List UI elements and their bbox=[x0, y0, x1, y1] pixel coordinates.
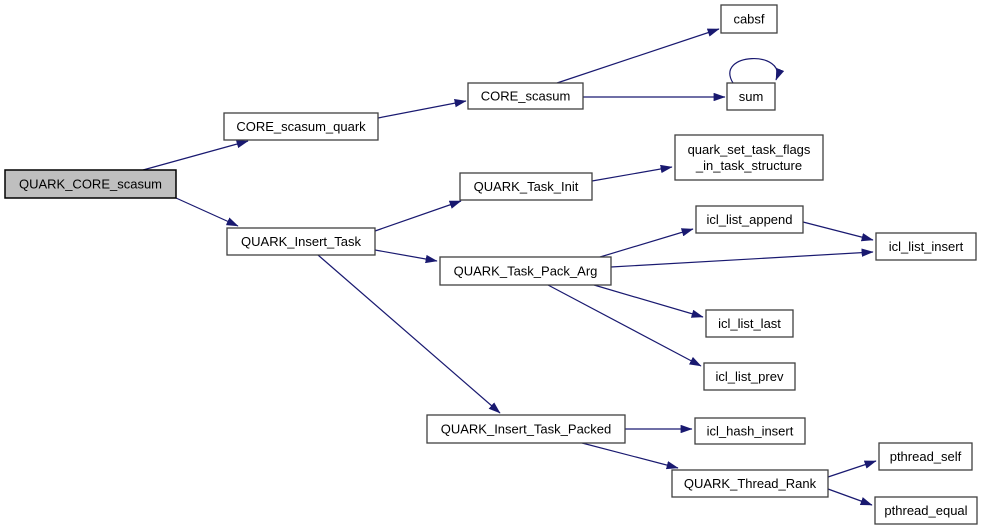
node-quark-task-init[interactable]: QUARK_Task_Init bbox=[459, 172, 593, 201]
node-core-scasum-quark[interactable]: CORE_scasum_quark bbox=[223, 112, 379, 141]
node-icl-hash-insert-label: icl_hash_insert bbox=[707, 424, 794, 439]
node-quark-task-pack-arg-label: QUARK_Task_Pack_Arg bbox=[454, 264, 598, 279]
node-quark-set-task-flags[interactable]: quark_set_task_flags_in_task_structure bbox=[674, 134, 824, 181]
node-quark-task-init-label-line-0: QUARK_Task_Init bbox=[474, 179, 579, 194]
node-quark-task-pack-arg-box bbox=[439, 256, 612, 286]
node-core-scasum-box bbox=[467, 82, 584, 110]
edge-icl-list-append-to-icl-list-insert bbox=[802, 221, 874, 242]
node-icl-list-last-label: icl_list_last bbox=[718, 316, 781, 331]
node-quark-insert-task-label-line-0: QUARK_Insert_Task bbox=[241, 234, 361, 249]
node-core-scasum-quark-box bbox=[223, 112, 379, 141]
node-quark-task-pack-arg[interactable]: QUARK_Task_Pack_Arg bbox=[439, 256, 612, 286]
node-pthread-self[interactable]: pthread_self bbox=[878, 442, 973, 471]
node-quark-insert-task-packed-label-line-0: QUARK_Insert_Task_Packed bbox=[441, 422, 612, 437]
node-cabsf-box bbox=[720, 4, 778, 34]
node-quark-set-task-flags-label-line-1: _in_task_structure bbox=[695, 158, 802, 173]
node-icl-list-append-label: icl_list_append bbox=[706, 212, 792, 227]
edge-quark-insert-task-packed-to-quark-thread-rank bbox=[581, 442, 679, 470]
edge-quark-core-scasum-to-core-scasum-quark bbox=[142, 139, 249, 171]
node-quark-core-scasum-label-line-0: QUARK_CORE_scasum bbox=[19, 177, 162, 192]
edge-quark-insert-task-to-quark-task-init bbox=[374, 200, 462, 232]
node-core-scasum-label-line-0: CORE_scasum bbox=[481, 89, 571, 104]
edge-core-scasum-quark-to-core-scasum bbox=[377, 99, 467, 119]
edge-sum-to-sum bbox=[729, 58, 785, 84]
node-pthread-equal-box bbox=[874, 496, 978, 525]
node-pthread-self-box bbox=[878, 442, 973, 471]
node-quark-core-scasum-label: QUARK_CORE_scasum bbox=[19, 177, 162, 192]
node-sum-label: sum bbox=[739, 89, 764, 104]
node-icl-list-append[interactable]: icl_list_append bbox=[695, 205, 804, 234]
node-icl-list-prev-box bbox=[703, 362, 796, 391]
node-pthread-equal-label-line-0: pthread_equal bbox=[884, 503, 967, 518]
node-pthread-self-label: pthread_self bbox=[890, 449, 962, 464]
node-pthread-equal-label: pthread_equal bbox=[884, 503, 967, 518]
node-quark-core-scasum: QUARK_CORE_scasum bbox=[4, 169, 177, 199]
node-core-scasum-label: CORE_scasum bbox=[481, 89, 571, 104]
node-sum-box bbox=[726, 82, 776, 111]
node-icl-list-append-label-line-0: icl_list_append bbox=[706, 212, 792, 227]
node-icl-list-last-label-line-0: icl_list_last bbox=[718, 316, 781, 331]
node-quark-thread-rank-label: QUARK_Thread_Rank bbox=[684, 476, 817, 491]
node-icl-list-prev-label: icl_list_prev bbox=[716, 369, 784, 384]
edge-quark-task-pack-arg-to-icl-list-prev bbox=[547, 284, 702, 367]
node-cabsf[interactable]: cabsf bbox=[720, 4, 778, 34]
node-icl-list-last[interactable]: icl_list_last bbox=[705, 309, 794, 338]
node-cabsf-label: cabsf bbox=[733, 12, 764, 27]
node-quark-insert-task-box bbox=[226, 227, 376, 256]
node-icl-list-prev-label-line-0: icl_list_prev bbox=[716, 369, 784, 384]
node-quark-set-task-flags-label-line-0: quark_set_task_flags bbox=[688, 142, 811, 157]
node-sum[interactable]: sum bbox=[726, 82, 776, 111]
node-quark-thread-rank[interactable]: QUARK_Thread_Rank bbox=[671, 469, 829, 498]
node-icl-hash-insert-label-line-0: icl_hash_insert bbox=[707, 424, 794, 439]
node-quark-task-pack-arg-label-line-0: QUARK_Task_Pack_Arg bbox=[454, 264, 598, 279]
node-quark-insert-task-packed-label: QUARK_Insert_Task_Packed bbox=[441, 422, 612, 437]
node-quark-insert-task[interactable]: QUARK_Insert_Task bbox=[226, 227, 376, 256]
edge-quark-task-init-to-quark-set-task-flags bbox=[591, 164, 673, 182]
node-quark-task-init-box bbox=[459, 172, 593, 201]
node-icl-list-insert-box bbox=[875, 232, 977, 261]
node-icl-list-insert[interactable]: icl_list_insert bbox=[875, 232, 977, 261]
node-pthread-equal[interactable]: pthread_equal bbox=[874, 496, 978, 525]
node-icl-list-prev[interactable]: icl_list_prev bbox=[703, 362, 796, 391]
node-icl-list-append-box bbox=[695, 205, 804, 234]
node-quark-core-scasum-box bbox=[4, 169, 177, 199]
node-quark-task-init-label: QUARK_Task_Init bbox=[474, 179, 579, 194]
node-core-scasum-quark-label: CORE_scasum_quark bbox=[236, 119, 366, 134]
edge-quark-insert-task-to-quark-task-pack-arg bbox=[374, 249, 438, 264]
node-quark-thread-rank-label-line-0: QUARK_Thread_Rank bbox=[684, 476, 817, 491]
node-sum-label-line-0: sum bbox=[739, 89, 764, 104]
edge-core-scasum-to-cabsf bbox=[556, 28, 720, 84]
node-quark-set-task-flags-box bbox=[674, 134, 824, 181]
edge-quark-thread-rank-to-pthread-equal bbox=[827, 488, 873, 506]
edge-quark-core-scasum-to-quark-insert-task bbox=[175, 197, 239, 227]
node-quark-set-task-flags-label: quark_set_task_flags_in_task_structure bbox=[688, 142, 811, 173]
node-quark-thread-rank-box bbox=[671, 469, 829, 498]
node-pthread-self-label-line-0: pthread_self bbox=[890, 449, 962, 464]
node-icl-hash-insert-box bbox=[694, 417, 806, 445]
edge-quark-insert-task-to-quark-insert-task-packed bbox=[317, 254, 501, 414]
edge-quark-task-pack-arg-to-icl-list-append bbox=[599, 228, 694, 258]
node-quark-insert-task-packed-box bbox=[426, 414, 626, 444]
node-icl-hash-insert[interactable]: icl_hash_insert bbox=[694, 417, 806, 445]
node-icl-list-last-box bbox=[705, 309, 794, 338]
node-core-scasum-quark-label-line-0: CORE_scasum_quark bbox=[236, 119, 366, 134]
edge-quark-thread-rank-to-pthread-self bbox=[827, 460, 877, 478]
node-icl-list-insert-label-line-0: icl_list_insert bbox=[889, 239, 964, 254]
node-cabsf-label-line-0: cabsf bbox=[733, 12, 764, 27]
node-icl-list-insert-label: icl_list_insert bbox=[889, 239, 964, 254]
node-quark-insert-task-label: QUARK_Insert_Task bbox=[241, 234, 361, 249]
node-quark-insert-task-packed[interactable]: QUARK_Insert_Task_Packed bbox=[426, 414, 626, 444]
edge-quark-task-pack-arg-to-icl-list-insert bbox=[610, 248, 874, 268]
edge-quark-task-pack-arg-to-icl-list-last bbox=[593, 284, 704, 318]
node-core-scasum[interactable]: CORE_scasum bbox=[467, 82, 584, 110]
